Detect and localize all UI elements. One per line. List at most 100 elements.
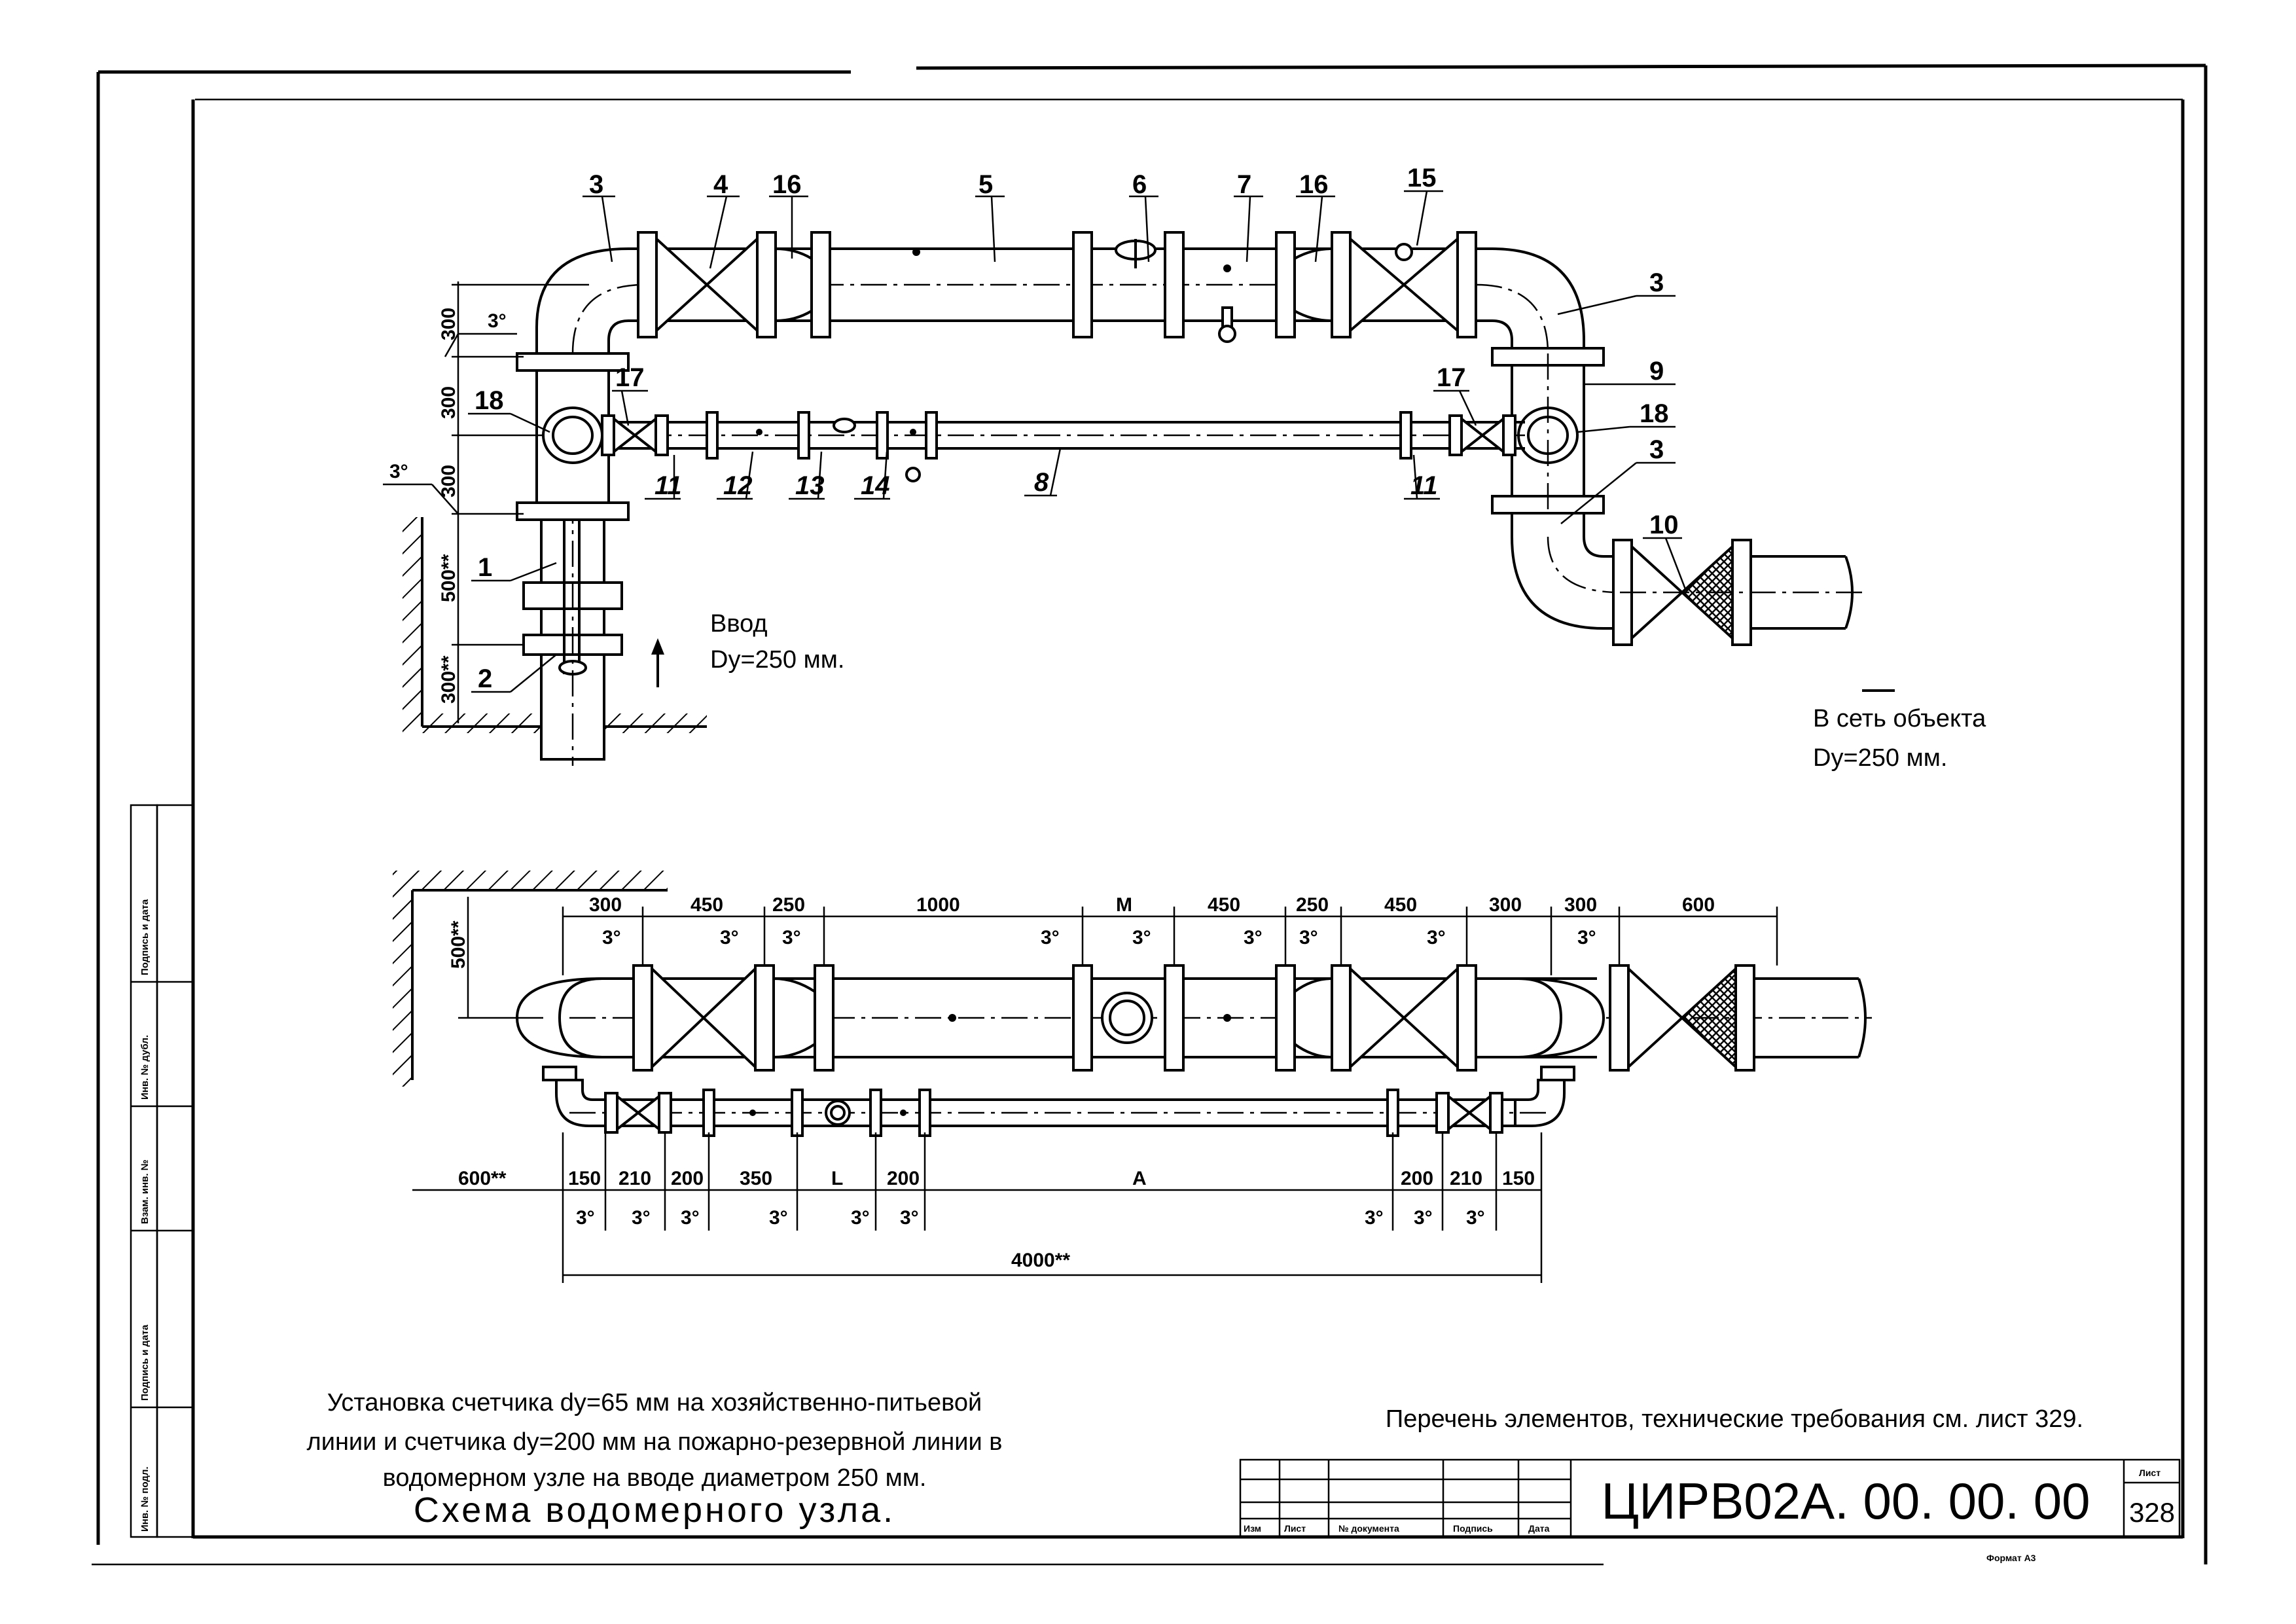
dim-top-2: 450 (691, 894, 723, 916)
angle-top-2: 3° (720, 927, 739, 948)
angle-bot-7: 3° (1365, 1207, 1384, 1229)
side-field-3: Взам. инв. № (139, 1160, 151, 1224)
dim-bot-11: 150 (1502, 1168, 1535, 1189)
dim-top-6: 450 (1208, 894, 1240, 916)
angle-top-4: 3° (1041, 927, 1060, 948)
angle-bot-3: 3° (681, 1207, 700, 1229)
stamp-col-3: № документа (1338, 1523, 1399, 1534)
plan-view-drawing: 300 450 250 1000 M 450 250 450 300 300 6… (393, 871, 1872, 1283)
caption: Установка счетчика dy=65 мм на хозяйстве… (307, 1389, 1003, 1530)
label-17a: 17 (615, 363, 645, 392)
dim-bot-6: L (831, 1168, 843, 1189)
dim-v-3: 300 (438, 465, 459, 497)
label-3b: 3 (1649, 268, 1664, 297)
side-field-4: Подпись и дата (139, 1324, 151, 1401)
outlet-note-line1: В сеть объекта (1813, 705, 1986, 732)
label-18b: 18 (1640, 399, 1669, 428)
inlet-note-line1: Ввод (710, 610, 768, 638)
label-angle-b: 3° (389, 461, 408, 482)
angle-bot-9: 3° (1466, 1207, 1485, 1229)
label-10: 10 (1649, 511, 1679, 539)
dim-top-3: 250 (772, 894, 805, 916)
angle-bot-2: 3° (632, 1207, 651, 1229)
dim-top-9: 300 (1489, 894, 1522, 916)
plan-dimensions-top: 300 450 250 1000 M 450 250 450 300 300 6… (562, 894, 1778, 975)
angle-top-6: 3° (1244, 927, 1263, 948)
dim-bot-3: 210 (619, 1168, 651, 1189)
angle-bot-1: 3° (576, 1207, 595, 1229)
dim-bot-5: 350 (740, 1168, 772, 1189)
angle-top-7: 3° (1299, 927, 1318, 948)
label-1: 1 (478, 553, 492, 582)
angle-bot-5: 3° (851, 1207, 870, 1229)
sheet-label: Лист (2139, 1468, 2161, 1478)
dim-v-2: 300 (438, 386, 459, 419)
top-view-drawing: 3 4 16 5 6 7 16 15 3 (383, 164, 1986, 772)
caption-line-3: водомерном узле на вводе диаметром 250 м… (383, 1464, 927, 1492)
label-angle-a: 3° (488, 310, 507, 332)
caption-line-1: Установка счетчика dy=65 мм на хозяйстве… (327, 1389, 982, 1416)
angle-bot-4: 3° (769, 1207, 788, 1229)
dim-bot-7: 200 (887, 1168, 920, 1189)
side-field-1: Подпись и дата (139, 899, 151, 975)
label-9: 9 (1649, 357, 1664, 386)
angle-top-8: 3° (1427, 927, 1446, 948)
dim-v-1: 300 (438, 308, 459, 340)
top-view-dimensions: 300 300 300 500** 300** (438, 281, 589, 723)
dim-top-11: 600 (1682, 894, 1715, 916)
caption-line-2: линии и счетчика dy=200 мм на пожарно-ре… (307, 1428, 1003, 1456)
label-15: 15 (1407, 164, 1437, 192)
angle-top-9: 3° (1577, 927, 1596, 948)
angle-bot-8: 3° (1414, 1207, 1433, 1229)
dim-bot-2: 150 (568, 1168, 601, 1189)
label-3c: 3 (1649, 435, 1664, 464)
dim-v-5: 300** (438, 655, 459, 704)
caption-title: Схема водомерного узла. (414, 1490, 895, 1530)
label-16a: 16 (772, 170, 802, 199)
stamp-col-2: Лист (1284, 1523, 1306, 1534)
dim-v-4: 500** (438, 554, 459, 602)
dim-top-10: 300 (1564, 894, 1597, 916)
format-label: Формат А3 (1986, 1553, 2036, 1563)
label-17b: 17 (1437, 363, 1466, 392)
dim-top-4: 1000 (916, 894, 960, 916)
dim-top-5: M (1116, 894, 1132, 916)
side-strip: Подпись и дата Инв. № дубл. Взам. инв. №… (130, 804, 194, 1538)
angle-bot-6: 3° (900, 1207, 919, 1229)
label-4: 4 (713, 170, 728, 199)
dim-top-1: 300 (589, 894, 622, 916)
side-field-5: Инв. № подл. (139, 1466, 151, 1532)
dim-bot-10: 210 (1450, 1168, 1482, 1189)
sheet-number: 328 (2129, 1497, 2175, 1528)
dim-left-vertical: 500** (448, 920, 469, 969)
dim-top-8: 450 (1384, 894, 1417, 916)
dim-bot-9: 200 (1401, 1168, 1433, 1189)
label-3a: 3 (589, 170, 603, 199)
dim-top-7: 250 (1296, 894, 1329, 916)
dim-bot-4: 200 (671, 1168, 704, 1189)
side-field-2: Инв. № дубл. (139, 1035, 151, 1100)
dim-bot-1: 600** (458, 1168, 507, 1189)
plan-dimensions-bottom: 600** 150 210 200 350 L 200 A 200 210 15… (412, 1132, 1543, 1283)
angle-top-5: 3° (1132, 927, 1151, 948)
angle-top-1: 3° (602, 927, 621, 948)
stamp-col-5: Дата (1528, 1523, 1550, 1534)
label-2: 2 (478, 664, 492, 693)
label-7: 7 (1237, 170, 1251, 199)
reference-note: Перечень элементов, технические требован… (1386, 1405, 2083, 1433)
label-8: 8 (1034, 468, 1049, 497)
inlet-note-line2: Dy=250 мм. (710, 646, 844, 674)
doc-code: ЦИРВ02А. 00. 00. 00 (1602, 1472, 2090, 1530)
stamp-col-1: Изм (1244, 1523, 1261, 1534)
label-6: 6 (1132, 170, 1147, 199)
outlet-note-line2: Dy=250 мм. (1813, 744, 1947, 772)
angle-top-3: 3° (782, 927, 801, 948)
label-16b: 16 (1299, 170, 1329, 199)
top-view-labels: 3 4 16 5 6 7 16 15 3 (383, 164, 1687, 693)
label-18a: 18 (475, 386, 504, 415)
dim-total: 4000** (1011, 1250, 1070, 1271)
stamp-col-4: Подпись (1453, 1523, 1493, 1534)
title-block: Изм Лист № документа Подпись Дата ЦИРВ02… (1239, 1458, 2181, 1563)
label-11a: 11 (655, 471, 682, 500)
